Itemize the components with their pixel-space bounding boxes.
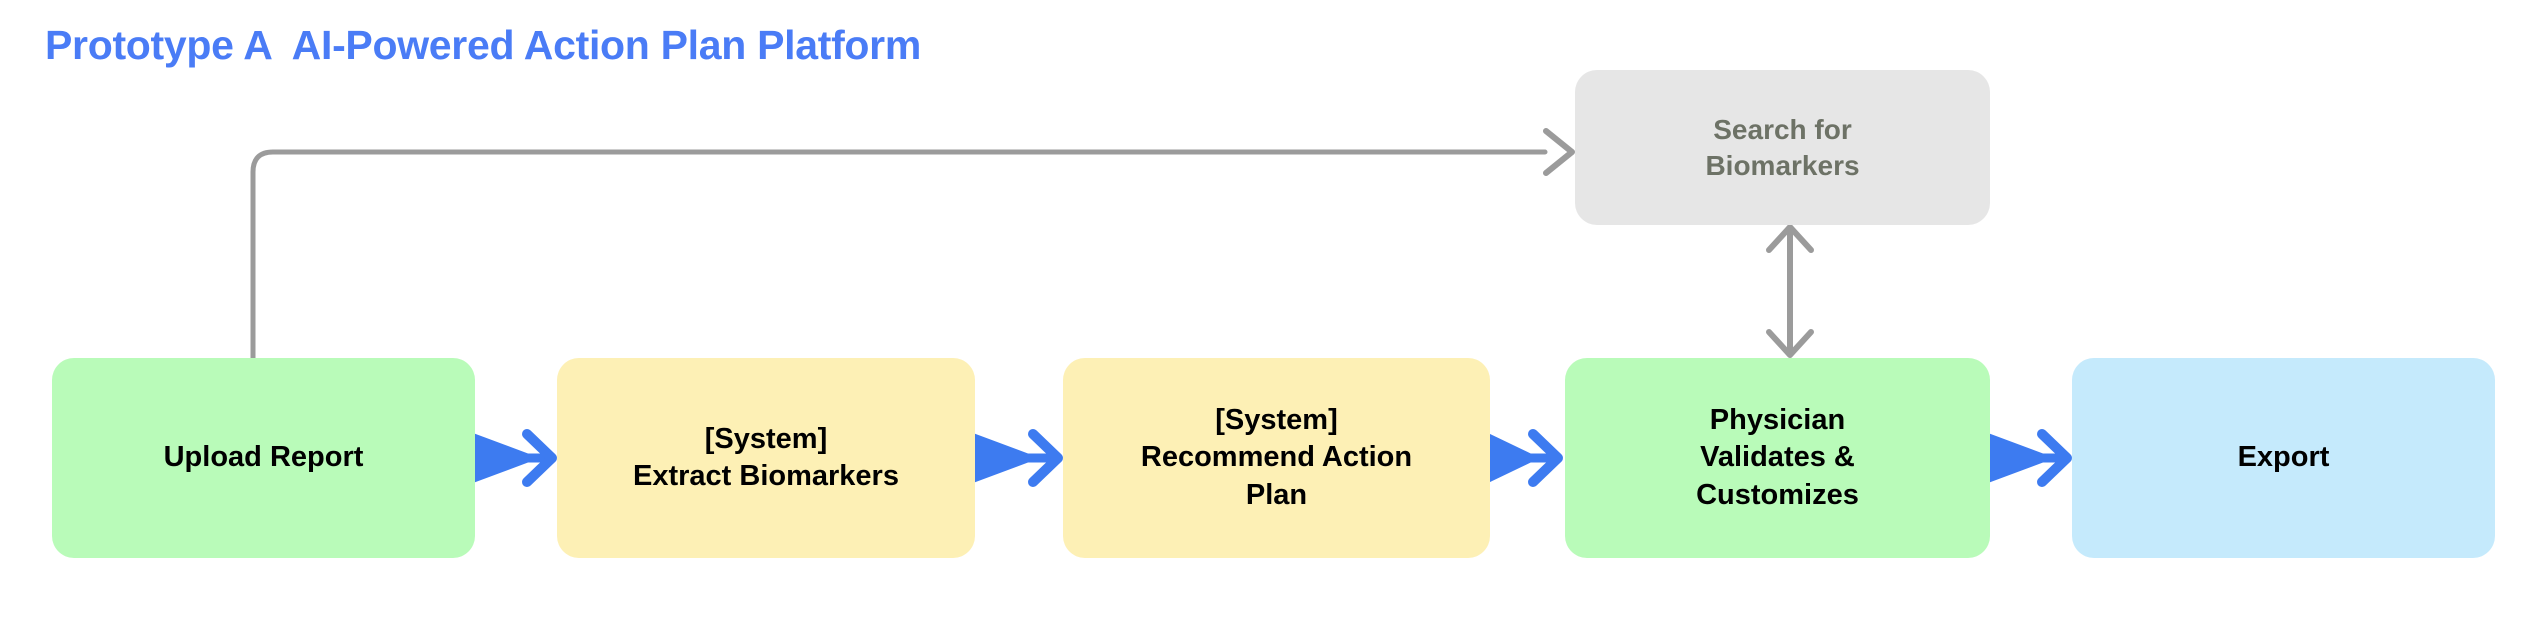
node-export[interactable]: Export: [2072, 358, 2495, 558]
node-export-label: Export: [2237, 441, 2330, 474]
node-extract-biomarkers-label: [System] Extract Biomarkers: [633, 422, 899, 492]
edge-recommend-to-physician: [1488, 429, 1563, 487]
node-recommend-action-plan-label: [System] Recommend Action Plan: [1140, 404, 1413, 511]
edge-search-physician-bidirectional: [1766, 224, 1814, 358]
node-physician-validates-customizes[interactable]: Physician Validates & Customizes: [1565, 358, 1990, 558]
node-search-for-biomarkers[interactable]: Search for Biomarkers: [1575, 70, 1990, 225]
node-recommend-action-plan[interactable]: [System] Recommend Action Plan: [1063, 358, 1490, 558]
edge-extract-to-recommend: [973, 429, 1063, 487]
node-extract-biomarkers[interactable]: [System] Extract Biomarkers: [557, 358, 975, 558]
node-physician-validates-customizes-label: Physician Validates & Customizes: [1696, 404, 1859, 511]
edge-physician-to-export: [1988, 429, 2072, 487]
edge-upload-to-extract: [473, 429, 557, 487]
node-upload-report-label: Upload Report: [163, 441, 364, 474]
node-search-for-biomarkers-label: Search for Biomarkers: [1705, 113, 1860, 181]
edge-upload-to-search: [250, 128, 1575, 361]
node-upload-report[interactable]: Upload Report: [52, 358, 475, 558]
page-title: Prototype A AI-Powered Action Plan Platf…: [45, 22, 921, 68]
